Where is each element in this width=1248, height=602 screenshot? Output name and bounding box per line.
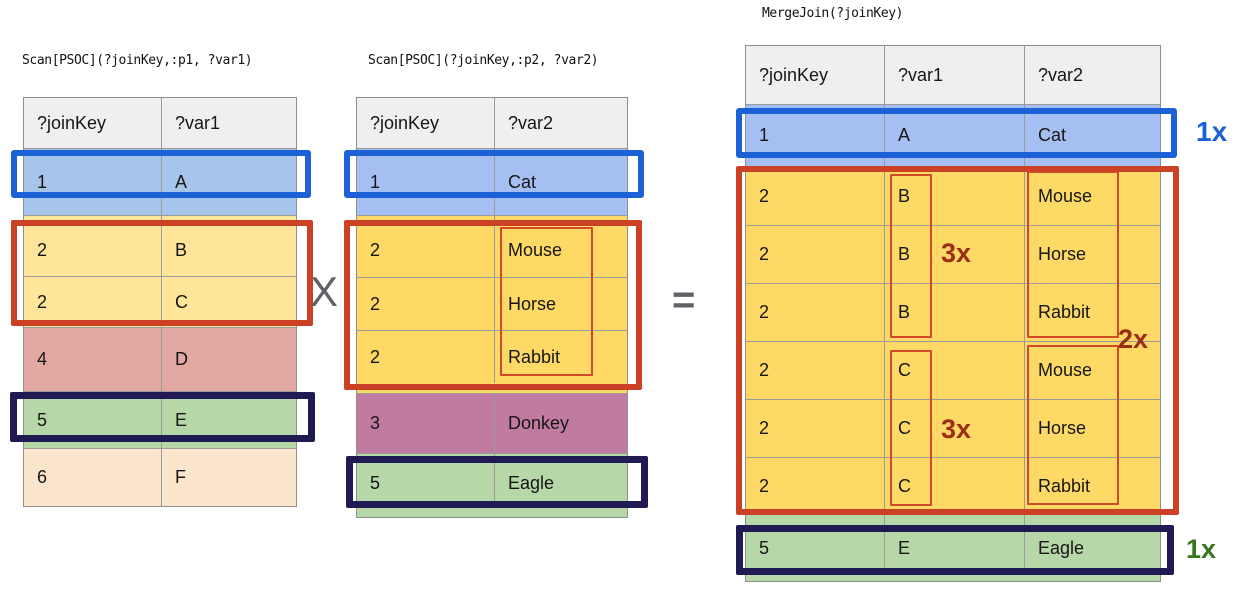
cell-var1: E — [161, 392, 296, 448]
table-row: 2 B Rabbit — [746, 283, 1160, 341]
multiplicity-label-green-1x: 1x — [1186, 534, 1217, 564]
table-row: 4 D — [24, 327, 296, 391]
middle-yellow-group: 2 Mouse 2 Horse 2 Rabbit — [357, 215, 627, 393]
merge-join-result-table: ?joinKey ?var1 ?var2 1 A Cat 2 B Mouse 2… — [745, 45, 1161, 582]
table-row: 2 C Rabbit — [746, 457, 1160, 515]
column-header-var2: ?var2 — [494, 98, 627, 148]
left-table-header-row: ?joinKey ?var1 — [24, 98, 296, 148]
table-row: 2 B Mouse — [746, 167, 1160, 225]
cell-var2: Rabbit — [494, 331, 627, 383]
multiplicity-label-c-3x: 3x — [941, 414, 972, 444]
cell-var2: Mouse — [1024, 342, 1160, 399]
cell-joinkey: 1 — [370, 171, 381, 192]
cell-joinkey: 2 — [759, 418, 770, 438]
cell-joinkey: 4 — [37, 349, 48, 369]
cell-var1: A — [161, 149, 296, 215]
cell-var1: B — [884, 226, 1024, 283]
cell-var2: Cat — [494, 149, 627, 215]
row-sliver — [746, 515, 1160, 527]
cell-joinkey: 2 — [759, 185, 770, 206]
cell-joinkey: 2 — [370, 240, 381, 260]
left-table-title: Scan[PSOC](?joinKey,:p1, ?var1) — [22, 53, 253, 68]
cell-var2: Horse — [1024, 400, 1160, 457]
cell-joinkey: 1 — [37, 171, 48, 192]
table-row: 2 Mouse — [357, 224, 627, 277]
right-table-title: MergeJoin(?joinKey) — [762, 6, 904, 21]
middle-table-title: Scan[PSOC](?joinKey,:p2, ?var2) — [368, 53, 599, 68]
right-yellow-group: 2 B Mouse 2 B Horse 2 B Rabbit 2 C Mouse… — [746, 166, 1160, 515]
cell-var1: E — [884, 527, 1024, 570]
table-row: 5 E Eagle — [746, 527, 1160, 570]
cell-joinkey: 2 — [370, 293, 381, 314]
table-row: 1 Cat — [357, 148, 627, 215]
table-row: 2 B Horse — [746, 225, 1160, 283]
table-row: 3 Donkey — [357, 393, 627, 453]
cell-joinkey: 2 — [759, 302, 770, 322]
table-row: 2 Rabbit — [357, 330, 627, 383]
table-row: 2 Horse — [357, 277, 627, 330]
cell-var2: Horse — [1024, 226, 1160, 283]
middle-scan-table: ?joinKey ?var2 1 Cat 2 Mouse 2 Horse 2 R… — [356, 97, 628, 518]
column-header-joinkey: ?joinKey — [759, 64, 829, 85]
table-row: 2 C Horse — [746, 399, 1160, 457]
table-row: 6 F — [24, 448, 296, 506]
cell-var2: Rabbit — [1024, 284, 1160, 341]
cell-var2: Donkey — [494, 394, 627, 453]
table-row: 2 C — [24, 276, 296, 328]
cell-joinkey: 5 — [759, 538, 770, 558]
column-header-var1: ?var1 — [161, 98, 296, 148]
table-row: 2 B — [24, 224, 296, 276]
cell-var1: B — [161, 224, 296, 276]
cell-var1: B — [884, 167, 1024, 225]
cell-joinkey: 2 — [37, 239, 48, 260]
cell-var1: C — [161, 277, 296, 328]
cell-var2: Mouse — [1024, 167, 1160, 225]
cell-joinkey: 2 — [759, 476, 770, 496]
cell-var2: Eagle — [1024, 527, 1160, 570]
cell-joinkey: 5 — [370, 472, 381, 493]
row-sliver — [357, 216, 627, 224]
column-header-var1: ?var1 — [884, 46, 1024, 104]
cell-var1: A — [884, 105, 1024, 166]
equals-operator: = — [672, 278, 696, 322]
left-yellow-group: 2 B 2 C — [24, 215, 296, 328]
cell-var1: F — [161, 449, 296, 506]
right-green-band: 5 E Eagle — [746, 514, 1160, 581]
table-row: 2 C Mouse — [746, 341, 1160, 399]
cell-joinkey: 2 — [37, 292, 48, 312]
table-row: 1 A — [24, 148, 296, 215]
cell-joinkey: 3 — [370, 413, 381, 433]
left-scan-table: ?joinKey ?var1 1 A 2 B 2 C 4 D 5 E — [23, 97, 297, 507]
multiplicity-label-outer-2x: 2x — [1118, 324, 1149, 354]
cell-var2: Eagle — [494, 460, 627, 506]
cell-joinkey: 2 — [370, 346, 381, 367]
column-header-joinkey: ?joinKey — [370, 112, 440, 133]
cell-var1: C — [884, 400, 1024, 457]
middle-green-band: 5 Eagle — [357, 453, 627, 517]
cell-var2: Rabbit — [1024, 458, 1160, 515]
column-header-joinkey: ?joinKey — [37, 112, 107, 133]
column-header-var2: ?var2 — [1024, 46, 1160, 104]
cell-var1: C — [884, 342, 1024, 399]
cell-var1: C — [884, 458, 1024, 515]
middle-table-header-row: ?joinKey ?var2 — [357, 98, 627, 148]
cell-var1: B — [884, 284, 1024, 341]
cell-joinkey: 1 — [759, 125, 770, 145]
cell-joinkey: 5 — [37, 409, 48, 430]
cell-var2: Mouse — [494, 224, 627, 277]
cell-var2: Cat — [1024, 105, 1160, 166]
cell-joinkey: 6 — [37, 467, 48, 487]
cross-product-operator: X — [310, 268, 339, 315]
right-table-header-row: ?joinKey ?var1 ?var2 — [746, 46, 1160, 104]
table-row: 1 A Cat — [746, 104, 1160, 166]
cell-var2: Horse — [494, 278, 627, 330]
table-row: 5 E — [24, 391, 296, 448]
multiplicity-label-blue-1x: 1x — [1196, 116, 1228, 147]
row-sliver — [24, 216, 296, 224]
cell-joinkey: 2 — [759, 360, 770, 380]
cell-var1: D — [161, 328, 296, 391]
cell-joinkey: 2 — [759, 244, 770, 264]
table-row: 5 Eagle — [357, 460, 627, 506]
multiplicity-label-b-3x: 3x — [941, 238, 972, 268]
